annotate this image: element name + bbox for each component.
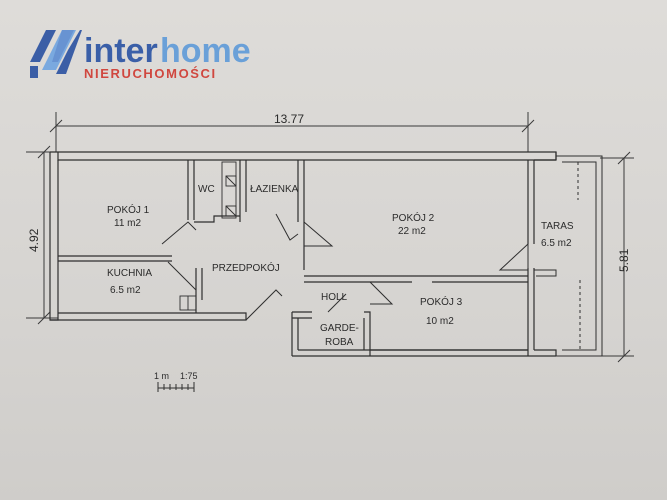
wall-bath-right — [297, 160, 305, 270]
wall-wc-bath — [239, 160, 247, 222]
logo-word-home: home — [160, 32, 251, 70]
walls — [49, 151, 557, 357]
interhome-logo: inter home NIERUCHOMOŚCI — [30, 30, 251, 81]
scale-unit-label: 1 m — [154, 371, 169, 381]
logo-tagline: NIERUCHOMOŚCI — [84, 66, 217, 81]
bathroom-shaft — [221, 161, 237, 219]
door-terrace — [498, 242, 529, 271]
dimension-lines — [26, 112, 634, 363]
door-room1 — [161, 221, 197, 245]
scale-ratio-label: 1:75 — [180, 371, 198, 381]
wall-room2-terrace — [527, 160, 535, 356]
terrace-frame — [536, 155, 603, 357]
wall-top — [50, 151, 557, 161]
room-label-taras: TARAS — [541, 221, 574, 232]
wall-bottom-left — [50, 312, 247, 321]
room-area-pokoj1: 11 m2 — [114, 218, 141, 229]
scale-ruler — [157, 382, 195, 392]
room-label-przedpokoj: PRZEDPOKÓJ — [212, 261, 280, 274]
door-kitchen — [167, 261, 197, 291]
dimension-right-label: 5.81 — [617, 248, 631, 272]
wall-bottom-right — [292, 349, 556, 357]
sink-icon — [225, 205, 237, 217]
room-area-pokoj2: 22 m2 — [398, 226, 426, 237]
room-label-garderoba-line2: ROBA — [325, 337, 354, 348]
room-label-lazienka: ŁAZIENKA — [250, 184, 299, 195]
room-label-pokoj3: POKÓJ 3 — [420, 295, 463, 308]
fixtures — [179, 161, 237, 311]
doors — [161, 213, 556, 321]
room-area-pokoj3: 10 m2 — [426, 316, 454, 327]
room-label-holl: HOLL — [321, 292, 348, 303]
room-label-pokoj1: POKÓJ 1 — [107, 203, 150, 216]
wall-room2-room3 — [304, 275, 528, 283]
wall-kitchen-right — [195, 268, 203, 313]
door-entrance — [245, 289, 283, 321]
wall-garderoba-right — [363, 311, 371, 356]
wall-room1-right — [187, 160, 195, 220]
room-label-wc: WC — [198, 184, 215, 195]
door-garderoba — [327, 293, 347, 313]
wall-room1-kitchen — [58, 255, 172, 262]
door-room2 — [303, 221, 334, 247]
room-label-garderoba-line1: GARDE- — [320, 323, 359, 334]
scale-bar: 1 m 1:75 — [154, 371, 198, 392]
room-label-kuchnia: KUCHNIA — [107, 268, 152, 279]
wall-left — [49, 152, 59, 321]
room-area-taras: 6.5 m2 — [541, 238, 572, 249]
door-room3 — [369, 281, 394, 305]
room-label-pokoj2: POKÓJ 2 — [392, 211, 435, 224]
logo-mark-icon — [30, 30, 82, 78]
room-area-kuchnia: 6.5 m2 — [110, 285, 141, 296]
logo-word-inter: inter — [84, 32, 158, 70]
door-bathroom — [275, 213, 299, 241]
dimension-left-label: 4.92 — [27, 228, 41, 252]
wall-garderoba-left — [291, 311, 312, 356]
dimension-width-label: 13.77 — [274, 112, 304, 126]
toilet-icon — [225, 175, 237, 187]
